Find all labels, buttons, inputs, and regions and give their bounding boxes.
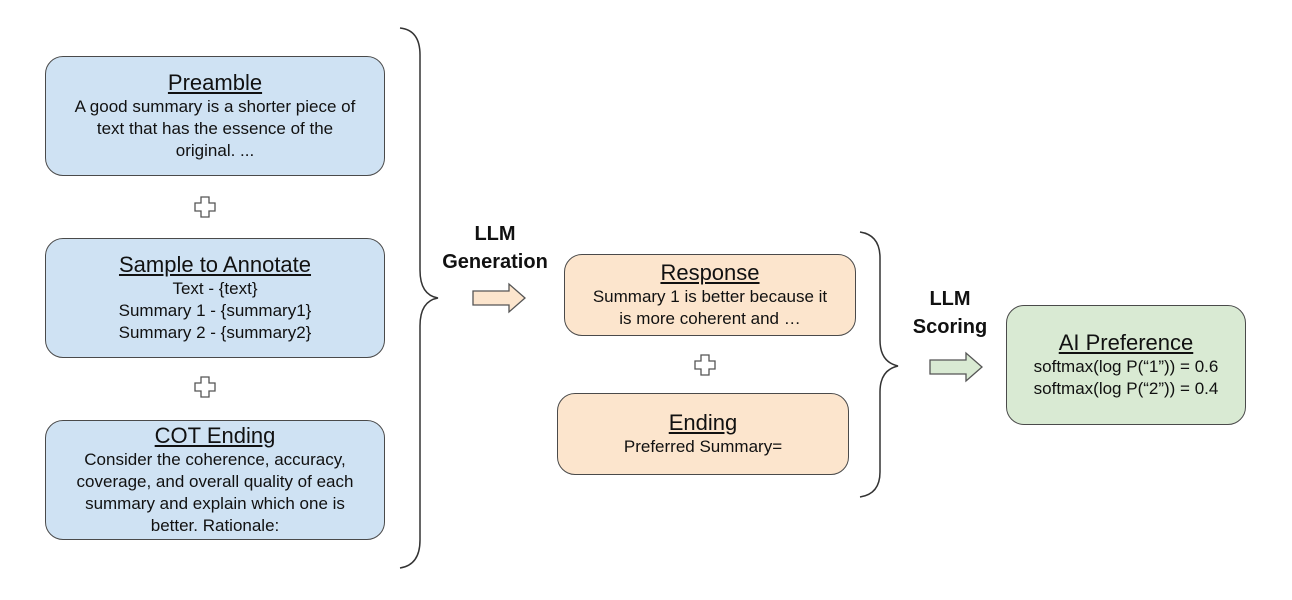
ending-box: Ending Preferred Summary= bbox=[557, 393, 849, 475]
left-brace bbox=[399, 27, 439, 569]
scoring-arrow bbox=[929, 351, 983, 383]
preamble-text-line: original. ... bbox=[175, 141, 255, 160]
preamble-title: Preamble bbox=[167, 70, 263, 95]
response-title: Response bbox=[660, 260, 760, 285]
llm-generation-label: LLM Generation bbox=[432, 220, 558, 276]
ai-preference-line: softmax(log P(“1”)) = 0.6 bbox=[1033, 357, 1219, 376]
plus-icon bbox=[694, 354, 716, 376]
ai-preference-line: softmax(log P(“2”)) = 0.4 bbox=[1033, 379, 1219, 398]
llm-scoring-label: LLM Scoring bbox=[900, 285, 1000, 341]
generation-arrow bbox=[472, 282, 526, 314]
plus-icon bbox=[194, 376, 216, 398]
llm-scoring-label-line: LLM bbox=[929, 288, 971, 310]
cot-ending-title: COT Ending bbox=[154, 423, 276, 448]
ending-title: Ending bbox=[668, 410, 738, 435]
ending-text-line: Preferred Summary= bbox=[623, 437, 783, 456]
sample-text-line: Text - {text} bbox=[172, 279, 258, 298]
preamble-text-line: A good summary is a shorter piece of bbox=[74, 97, 356, 116]
cot-ending-text-line: coverage, and overall quality of each bbox=[76, 472, 354, 491]
preamble-box: Preamble A good summary is a shorter pie… bbox=[45, 56, 385, 176]
response-box: Response Summary 1 is better because it … bbox=[564, 254, 856, 336]
response-text-line: Summary 1 is better because it bbox=[592, 287, 828, 306]
sample-text-line: Summary 1 - {summary1} bbox=[118, 301, 312, 320]
cot-ending-text-line: summary and explain which one is bbox=[85, 494, 345, 513]
llm-scoring-label-line: Scoring bbox=[912, 316, 988, 338]
llm-generation-label-line: Generation bbox=[442, 251, 548, 273]
sample-box: Sample to Annotate Text - {text} Summary… bbox=[45, 238, 385, 358]
sample-text-line: Summary 2 - {summary2} bbox=[118, 323, 312, 342]
middle-brace bbox=[859, 231, 899, 498]
cot-ending-text-line: Consider the coherence, accuracy, bbox=[84, 450, 346, 469]
sample-title: Sample to Annotate bbox=[118, 252, 312, 277]
ai-preference-box: AI Preference softmax(log P(“1”)) = 0.6 … bbox=[1006, 305, 1246, 425]
cot-ending-text-line: better. Rationale: bbox=[150, 516, 280, 535]
llm-generation-label-line: LLM bbox=[474, 223, 516, 245]
ai-preference-title: AI Preference bbox=[1058, 330, 1194, 355]
response-text-line: is more coherent and … bbox=[619, 309, 801, 328]
preamble-text-line: text that has the essence of the bbox=[96, 119, 334, 138]
plus-icon bbox=[194, 196, 216, 218]
cot-ending-box: COT Ending Consider the coherence, accur… bbox=[45, 420, 385, 540]
